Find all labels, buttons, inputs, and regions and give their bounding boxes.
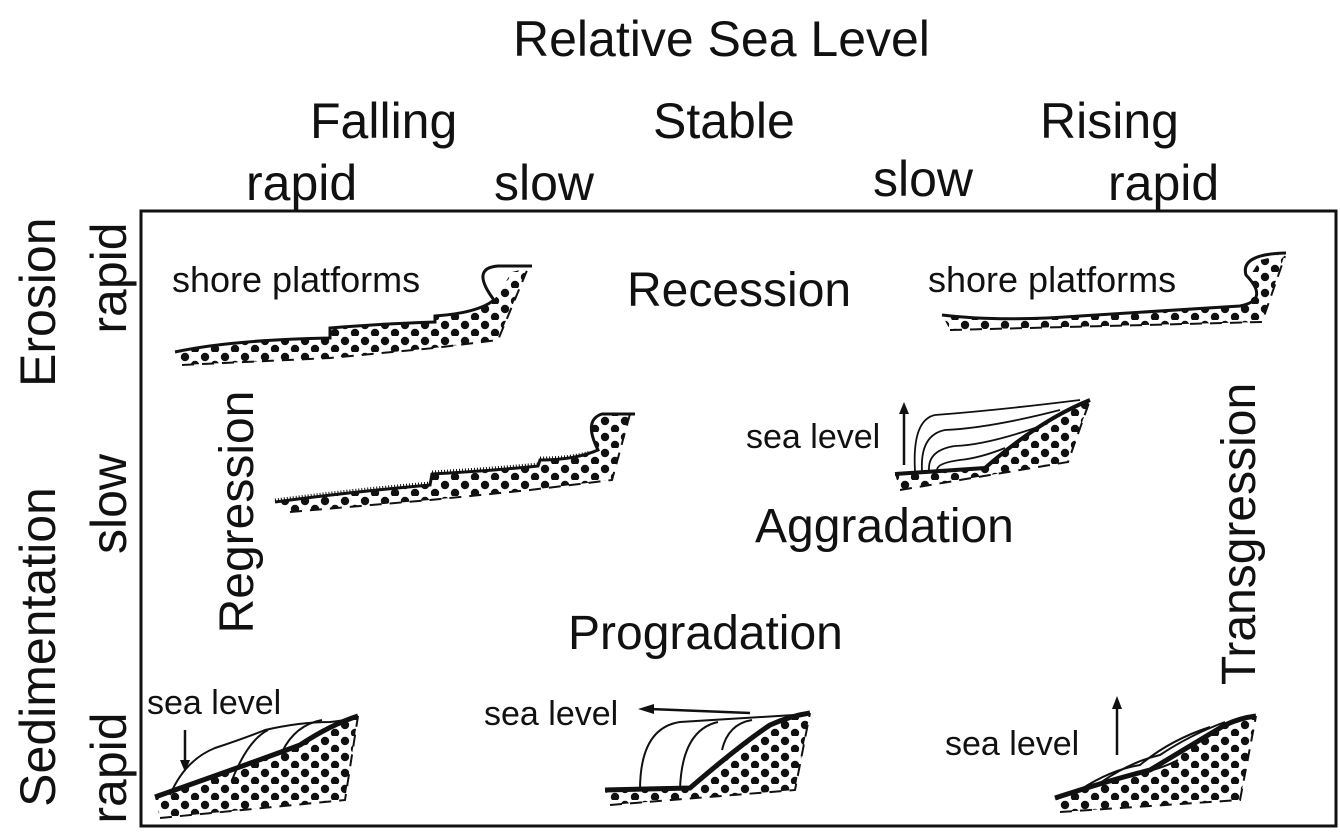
row-rapid-top: rapid [81,222,137,334]
region-regression: Regression [211,390,264,634]
column-slow-left: slow [494,155,595,211]
sketch-bottom-falling [154,713,359,819]
row-rapid-bottom: rapid [81,712,137,824]
label-sea-level-aggradation: sea level [746,418,881,456]
sketch-bottom-stable [604,704,811,806]
column-stable: Stable [653,93,795,149]
region-progradation: Progradation [568,607,843,660]
label-sea-level-bottom-mid: sea level [484,695,619,733]
label-shore-platforms-right: shore platforms [928,259,1177,300]
label-shore-platforms-left: shore platforms [172,259,421,300]
diagram-frame [139,209,1338,828]
sketch-bottom-rising [1054,696,1257,813]
label-sea-level-bottom-right: sea level [945,725,1080,763]
diagram-title: Relative Sea Level [513,11,930,67]
column-rapid-right: rapid [1108,155,1220,211]
sketch-shore-platforms-rising [941,251,1287,331]
row-erosion: Erosion [10,217,66,387]
sketch-regression-slow [274,412,635,513]
column-falling: Falling [310,93,458,149]
region-transgression: Transgression [1213,382,1266,686]
region-recession: Recession [627,264,852,317]
row-slow-mid: slow [81,453,137,555]
column-rising: Rising [1040,93,1179,149]
label-sea-level-bottom-left: sea level [147,684,282,722]
row-sedimentation: Sedimentation [10,487,66,807]
column-rapid-left: rapid [246,155,358,211]
sketch-aggradation [894,398,1091,491]
region-aggradation: Aggradation [755,500,1014,553]
column-slow-right: slow [873,151,974,207]
sketch-shore-platforms-falling [174,264,532,366]
